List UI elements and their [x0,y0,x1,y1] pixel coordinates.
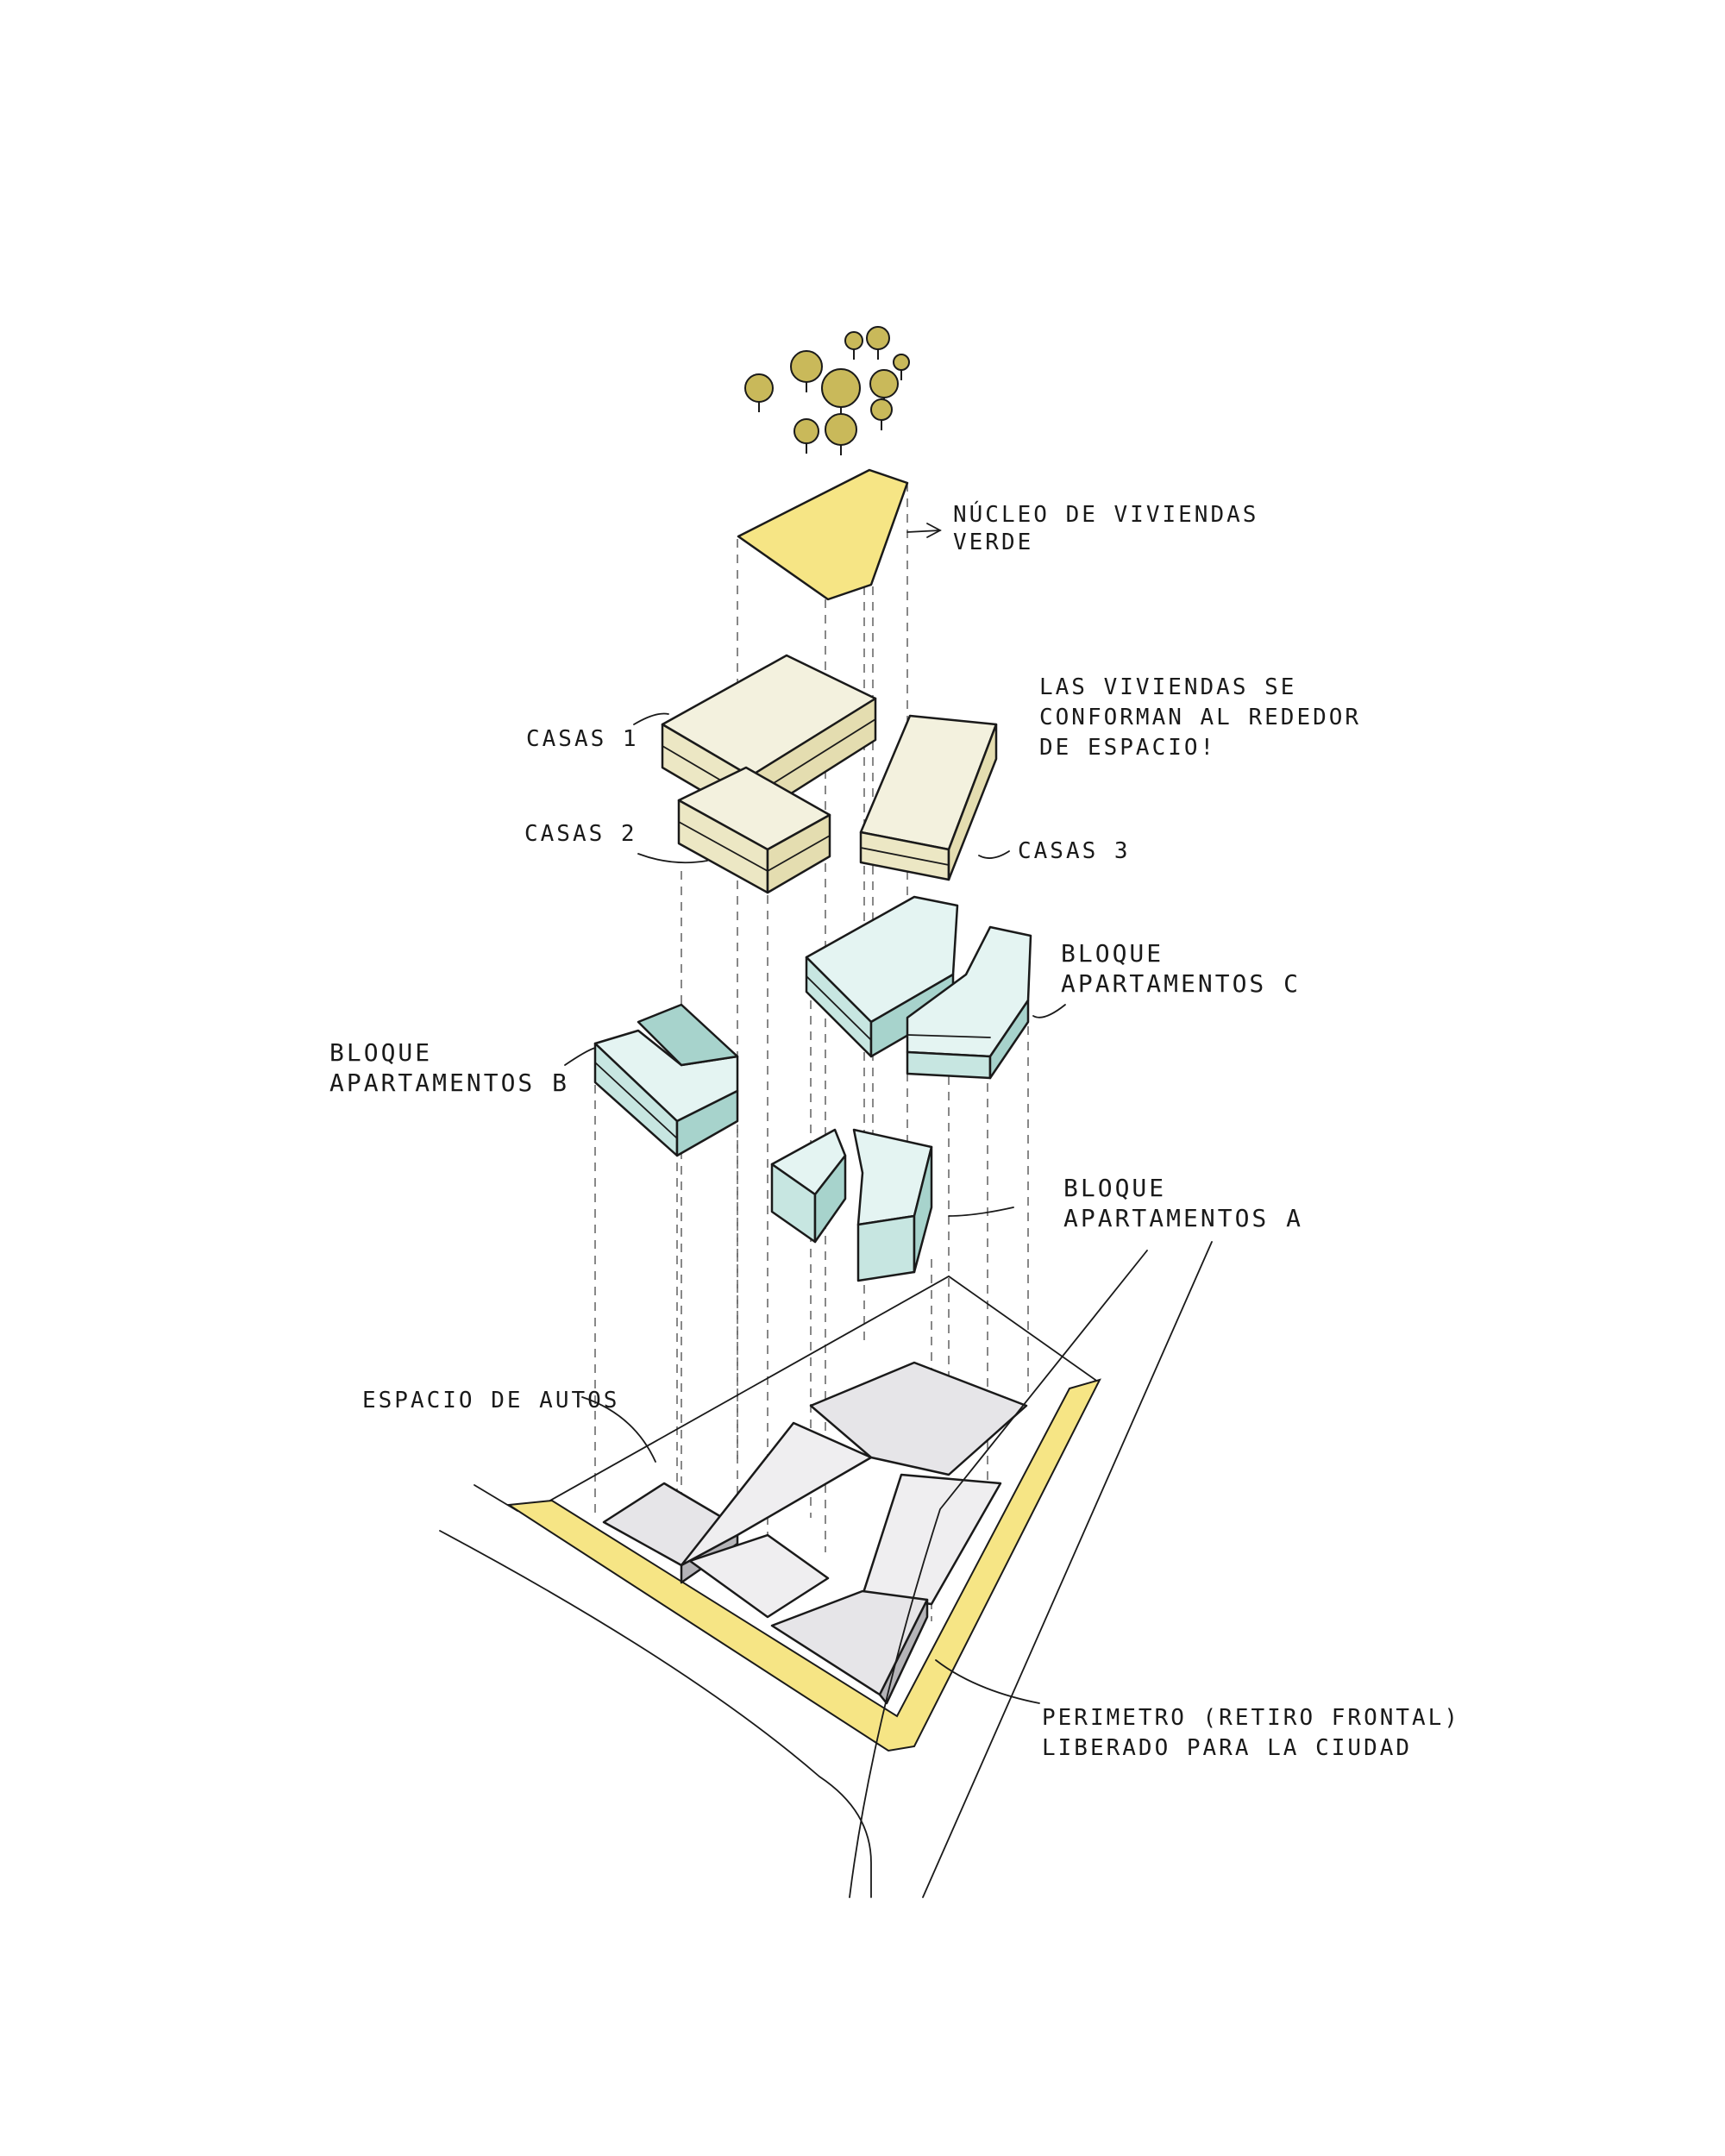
bloque-c-block [805,895,1032,1080]
arrow-nucleo [906,530,941,533]
label-bloque-b-1: Bloque [329,1038,432,1067]
label-bloque-c-1: Bloque [1061,939,1164,968]
label-nucleo-2: verde [953,530,1033,555]
label-casas-1: Casas 1 [526,726,639,752]
bloque-b-block [593,1003,739,1157]
perimeter-band [506,1378,1101,1752]
tree-crown [866,326,890,350]
label-bloque-b-2: Apartamentos B [329,1069,569,1097]
casas-2-block [677,766,831,894]
label-casas-3: Casas 3 [1018,838,1131,864]
tree-crown [821,368,861,408]
label-bloque-a-1: Bloque [1063,1174,1166,1202]
label-autos: Espacio de Autos [362,1388,619,1413]
tree-crown [870,398,893,421]
tree-crown [794,418,819,444]
bloque-a-block [770,1128,933,1282]
leader-arrows [564,712,1066,1704]
tree-crown [825,413,857,446]
label-perimetro-2: Liberado para la ciudad [1042,1735,1412,1761]
trees-icon [744,326,910,455]
label-note-2: conforman al rededor [1039,705,1361,730]
label-casas-2: Casas 2 [524,821,637,847]
tree-crown [869,369,899,398]
tree-crown [790,350,823,383]
tree-crown [744,373,774,403]
tree-crown [844,331,863,350]
label-note-3: de espacio! [1039,735,1216,761]
labels: Núcleo de viviendas verde Las viviendas … [329,500,1460,1761]
label-bloque-c-2: Apartamentos C [1061,969,1301,998]
green-core [737,468,909,601]
tree-crown [893,354,910,371]
label-nucleo-1: Núcleo de viviendas [953,500,1258,528]
casas-3-block [859,714,998,881]
label-perimetro-1: Perimetro (Retiro Frontal) [1042,1705,1460,1731]
label-note-1: Las viviendas se [1039,674,1296,700]
label-bloque-a-2: Apartamentos A [1063,1204,1303,1232]
site-plan [439,1241,1213,1898]
